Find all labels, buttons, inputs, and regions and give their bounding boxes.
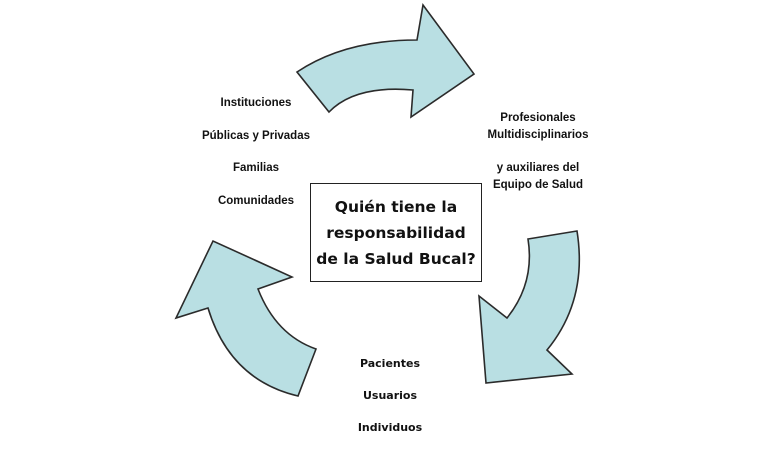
node-label: y auxiliares del bbox=[496, 162, 580, 174]
curved-arrow-up-icon bbox=[174, 239, 318, 397]
node-label: Equipo de Salud bbox=[492, 179, 584, 191]
node-label: Profesionales bbox=[500, 112, 576, 124]
curved-arrow-down-icon bbox=[478, 230, 581, 384]
question-line: de la Salud Bucal? bbox=[316, 249, 476, 268]
node-label: Familias bbox=[232, 162, 280, 174]
center-question-box: Quién tiene la responsabilidad de la Sal… bbox=[310, 183, 482, 282]
node-patients: Pacientes Usuarios Individuos bbox=[340, 356, 440, 452]
question-line: Quién tiene la bbox=[334, 197, 458, 216]
node-label: Instituciones bbox=[220, 97, 292, 109]
node-label: Usuarios bbox=[362, 389, 418, 402]
node-label: Pacientes bbox=[359, 357, 421, 370]
node-professionals: Profesionales Multidisciplinarios y auxi… bbox=[468, 110, 608, 194]
node-label: Individuos bbox=[357, 421, 423, 434]
question-line: responsabilidad bbox=[326, 223, 466, 242]
node-institutions: Instituciones Públicas y Privadas Famili… bbox=[178, 95, 334, 225]
spacer bbox=[468, 144, 608, 160]
node-label: Públicas y Privadas bbox=[201, 129, 311, 142]
cycle-diagram: Instituciones Públicas y Privadas Famili… bbox=[174, 3, 608, 434]
curved-arrow-right-icon bbox=[295, 3, 476, 119]
node-label: Multidisciplinarios bbox=[487, 129, 589, 141]
center-question: Quién tiene la responsabilidad de la Sal… bbox=[316, 194, 475, 272]
node-label: Comunidades bbox=[217, 194, 295, 207]
arrows-layer bbox=[174, 3, 581, 397]
